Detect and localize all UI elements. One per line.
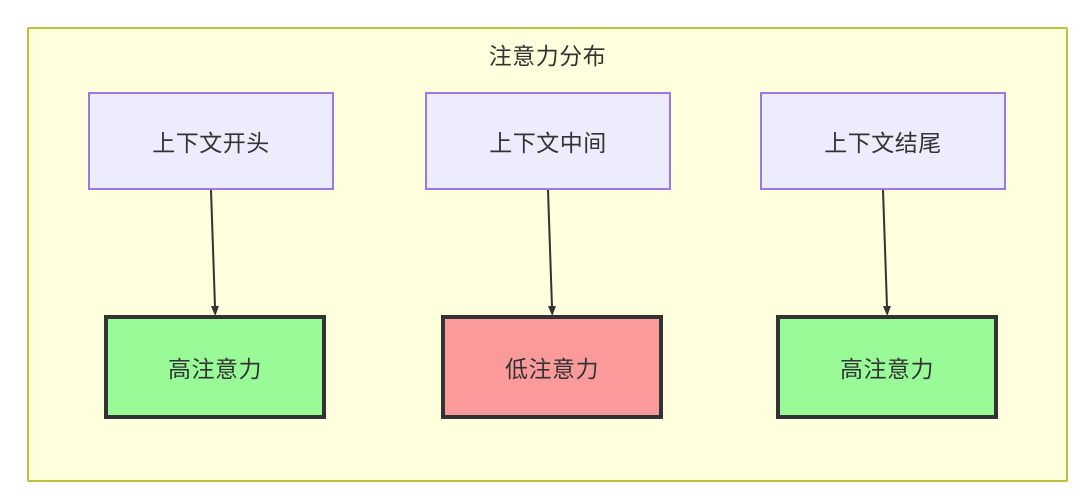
node-context-middle-label: 上下文中间 bbox=[489, 130, 607, 156]
node-context-start[interactable]: 上下文开头 bbox=[88, 92, 334, 190]
node-context-end-label: 上下文结尾 bbox=[824, 130, 942, 156]
node-high-attention-start[interactable]: 高注意力 bbox=[104, 315, 326, 419]
node-high-attention-end[interactable]: 高注意力 bbox=[776, 315, 998, 419]
node-context-middle[interactable]: 上下文中间 bbox=[425, 92, 671, 190]
node-high-attention-start-label: 高注意力 bbox=[168, 356, 262, 382]
node-context-end[interactable]: 上下文结尾 bbox=[760, 92, 1006, 190]
node-low-attention-middle[interactable]: 低注意力 bbox=[441, 315, 663, 419]
node-low-attention-middle-label: 低注意力 bbox=[505, 356, 599, 382]
node-context-start-label: 上下文开头 bbox=[152, 130, 270, 156]
node-high-attention-end-label: 高注意力 bbox=[840, 356, 934, 382]
diagram-title: 注意力分布 bbox=[488, 43, 607, 69]
